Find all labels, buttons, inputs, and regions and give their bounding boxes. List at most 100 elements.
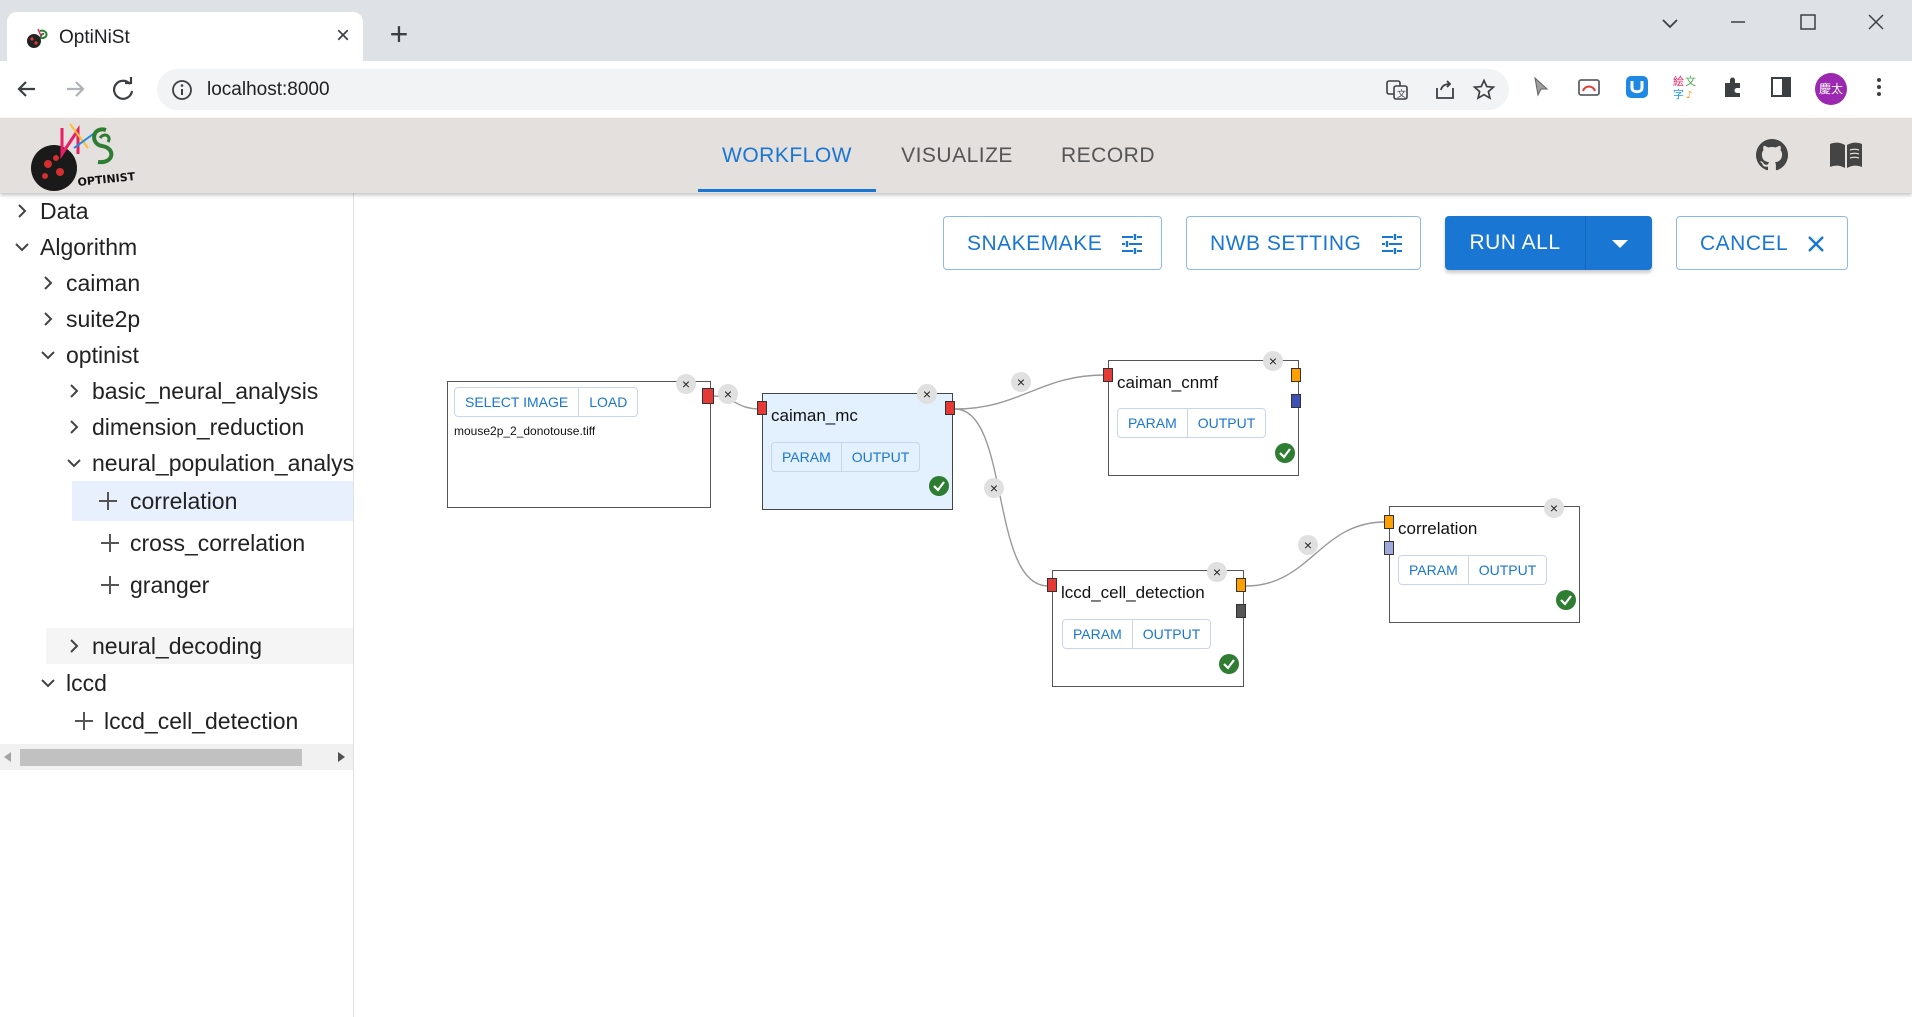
output-handle[interactable]: [1236, 578, 1246, 592]
tab-close-icon[interactable]: ×: [335, 22, 350, 49]
output-handle[interactable]: [1291, 368, 1301, 382]
profile-avatar[interactable]: 慶太: [1815, 73, 1847, 105]
scroll-left-arrow-icon[interactable]: [4, 752, 11, 762]
edge-delete-icon[interactable]: ×: [984, 478, 1004, 498]
tree-item-granger[interactable]: granger: [98, 565, 353, 605]
output-handle[interactable]: [945, 401, 955, 415]
param-button[interactable]: PARAM: [1128, 415, 1177, 431]
tree-item-correlation[interactable]: correlation: [72, 481, 353, 521]
output-handle[interactable]: [1291, 394, 1301, 408]
image-output-handle[interactable]: [702, 388, 714, 404]
tree-item-neural-decoding[interactable]: neural_decoding: [46, 628, 353, 664]
chevron-right-icon: [18, 204, 27, 218]
documentation-book-icon[interactable]: [1828, 137, 1864, 173]
lccd-cell-detection-node[interactable]: lccd_cell_detection PARAM OUTPUT: [1052, 570, 1244, 687]
output-handle[interactable]: [1236, 604, 1246, 618]
sidebar-horizontal-scrollbar[interactable]: [0, 744, 353, 770]
tree-item-lccd-cell-detection[interactable]: lccd_cell_detection: [72, 701, 353, 741]
node-close-icon[interactable]: ×: [1263, 351, 1283, 371]
plus-icon[interactable]: [98, 531, 122, 555]
plus-icon[interactable]: [72, 709, 96, 733]
correlation-node[interactable]: correlation PARAM OUTPUT: [1389, 506, 1580, 623]
scroll-right-arrow-icon[interactable]: [338, 752, 345, 762]
edge-delete-icon[interactable]: ×: [1011, 372, 1031, 392]
cursor-extension-icon[interactable]: [1527, 73, 1555, 101]
bookmark-star-icon[interactable]: [1472, 78, 1496, 102]
browser-tab[interactable]: OptiNiSt ×: [7, 12, 363, 61]
tree-item-basic-neural-analysis[interactable]: basic_neural_analysis: [64, 373, 353, 409]
tree-item-algorithm[interactable]: Algorithm: [12, 229, 342, 265]
tab-record[interactable]: RECORD: [1060, 144, 1155, 167]
minimize-icon[interactable]: [1718, 10, 1758, 38]
input-handle[interactable]: [1103, 368, 1113, 382]
edge-delete-icon[interactable]: ×: [718, 384, 738, 404]
cancel-button[interactable]: CANCEL: [1676, 216, 1848, 270]
param-button[interactable]: PARAM: [1409, 562, 1458, 578]
tree-item-caiman[interactable]: caiman: [38, 265, 342, 301]
back-arrow-icon[interactable]: [11, 73, 43, 105]
tree-item-suite2p[interactable]: suite2p: [38, 301, 342, 337]
window-close-icon[interactable]: [1856, 10, 1896, 38]
input-handle[interactable]: [1384, 541, 1394, 555]
tab-workflow[interactable]: WORKFLOW: [722, 144, 852, 167]
output-button[interactable]: OUTPUT: [1131, 620, 1211, 648]
select-image-button[interactable]: SELECT IMAGE: [465, 394, 569, 410]
maximize-icon[interactable]: [1788, 10, 1828, 38]
output-button[interactable]: OUTPUT: [1186, 409, 1266, 437]
address-bar[interactable]: localhost:8000 文: [157, 69, 1509, 110]
u-extension-icon[interactable]: [1623, 73, 1651, 101]
run-all-split-button: RUN ALL: [1445, 216, 1652, 270]
new-tab-button[interactable]: +: [389, 16, 409, 52]
chevron-right-icon: [70, 420, 79, 434]
side-panel-icon[interactable]: [1767, 73, 1795, 101]
param-button[interactable]: PARAM: [782, 449, 831, 465]
image-input-node[interactable]: SELECT IMAGE LOAD mouse2p_2_donotouse.ti…: [447, 381, 711, 508]
node-close-icon[interactable]: ×: [1207, 562, 1227, 582]
nwb-setting-button[interactable]: NWB SETTING: [1186, 216, 1421, 270]
reload-icon[interactable]: [107, 73, 139, 105]
node-close-icon[interactable]: ×: [1544, 498, 1564, 518]
output-button[interactable]: OUTPUT: [840, 443, 920, 471]
tree-item-data[interactable]: Data: [12, 193, 342, 229]
tree-item-label: suite2p: [66, 306, 141, 332]
node-close-icon[interactable]: ×: [917, 384, 937, 404]
tree-item-optinist[interactable]: optinist: [38, 337, 342, 373]
tab-search-icon[interactable]: [1650, 10, 1690, 38]
tree-item-neural-population-analysis[interactable]: neural_population_analysis: [64, 445, 353, 481]
share-icon[interactable]: [1433, 78, 1457, 102]
node-close-icon[interactable]: ×: [676, 374, 696, 394]
screen-extension-icon[interactable]: [1575, 73, 1603, 101]
caiman-cnmf-node[interactable]: caiman_cnmf PARAM OUTPUT: [1108, 360, 1299, 476]
caiman-mc-node[interactable]: caiman_mc PARAM OUTPUT: [762, 393, 953, 510]
chevron-right-icon: [70, 384, 79, 398]
github-icon[interactable]: [1754, 137, 1790, 173]
input-handle[interactable]: [757, 401, 767, 415]
optinist-logo-icon[interactable]: OPTINIST: [26, 118, 138, 192]
snakemake-button[interactable]: SNAKEMAKE: [943, 216, 1162, 270]
param-button[interactable]: PARAM: [1073, 626, 1122, 642]
tab-visualize[interactable]: VISUALIZE: [901, 144, 1013, 167]
node-title: correlation: [1398, 519, 1478, 538]
browser-menu-icon[interactable]: [1865, 73, 1893, 101]
run-options-dropdown-icon[interactable]: [1587, 216, 1652, 270]
forward-arrow-icon[interactable]: [59, 73, 91, 105]
url-text[interactable]: localhost:8000: [207, 79, 330, 100]
load-button[interactable]: LOAD: [578, 388, 637, 416]
plus-icon[interactable]: [98, 573, 122, 597]
output-button[interactable]: OUTPUT: [1467, 556, 1547, 584]
tree-item-lccd[interactable]: lccd: [38, 665, 342, 701]
logo-text: OPTINIST: [77, 170, 136, 189]
input-handle[interactable]: [1384, 515, 1394, 529]
translate-icon[interactable]: 文: [1385, 78, 1409, 102]
plus-icon[interactable]: [96, 489, 120, 513]
site-info-icon[interactable]: [171, 79, 193, 101]
tree-item-dimension-reduction[interactable]: dimension_reduction: [64, 409, 353, 445]
app-header: OPTINIST WORKFLOW VISUALIZE RECORD: [0, 118, 1912, 193]
input-handle[interactable]: [1047, 578, 1057, 592]
extensions-puzzle-icon[interactable]: [1719, 73, 1747, 101]
edge-delete-icon[interactable]: ×: [1298, 535, 1318, 555]
kanji-extension-icon[interactable]: 絵 文 字 ♪: [1671, 73, 1699, 101]
scrollbar-thumb[interactable]: [20, 749, 302, 766]
tree-item-cross-correlation[interactable]: cross_correlation: [98, 523, 353, 563]
run-all-button[interactable]: RUN ALL: [1445, 216, 1586, 270]
